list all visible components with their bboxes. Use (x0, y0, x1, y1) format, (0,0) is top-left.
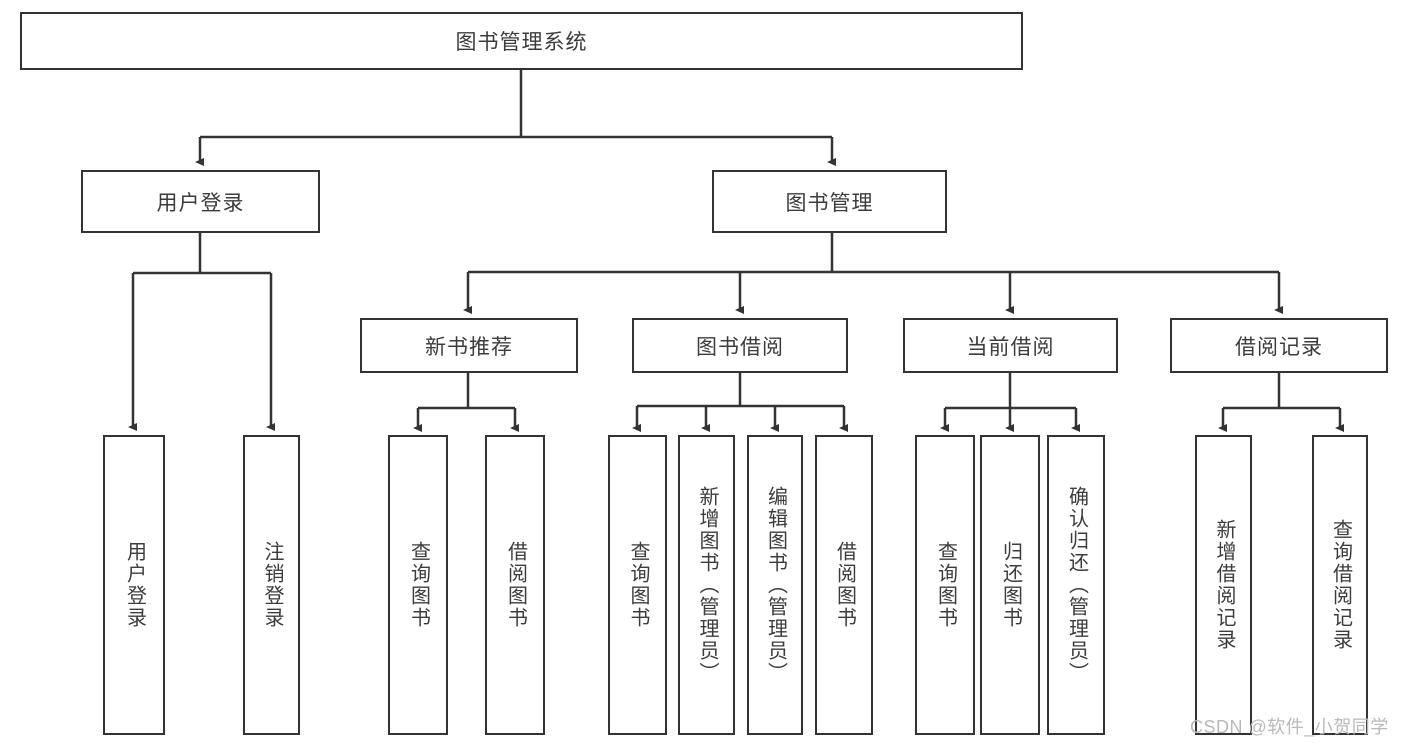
node-label: 图书管理 (785, 191, 874, 215)
node-label: 借阅图书 (504, 541, 527, 629)
node-label: 新书推荐 (425, 335, 513, 359)
node-label: 注销登录 (261, 541, 283, 629)
node-label: 用户登录 (156, 191, 245, 215)
node-leaf-confirm-return-admin[interactable]: 确认归还（管理员） (1047, 435, 1105, 735)
node-current-borrow[interactable]: 当前借阅 (903, 318, 1118, 373)
node-leaf-query-book-3[interactable]: 查询图书 (915, 435, 975, 735)
node-leaf-user-login[interactable]: 用户登录 (103, 435, 165, 735)
node-label: 借阅图书 (833, 541, 856, 629)
csdn-watermark: CSDN @软件_小贺同学 (1190, 717, 1389, 737)
node-book-management[interactable]: 图书管理 (712, 170, 947, 233)
node-label: 归还图书 (999, 541, 1022, 629)
node-book-borrow[interactable]: 图书借阅 (632, 318, 848, 373)
node-leaf-borrow-book-2[interactable]: 借阅图书 (815, 435, 873, 735)
node-label: 当前借阅 (966, 335, 1055, 359)
node-leaf-return-book[interactable]: 归还图书 (980, 435, 1040, 735)
node-leaf-query-book-1[interactable]: 查询图书 (388, 435, 448, 735)
node-label: 用户登录 (123, 541, 146, 629)
node-user-login[interactable]: 用户登录 (81, 170, 320, 233)
node-leaf-add-borrow-record[interactable]: 新增借阅记录 (1195, 435, 1252, 735)
node-label: 确认归还（管理员） (1065, 486, 1088, 684)
node-label: 新增图书（管理员） (696, 486, 718, 684)
node-leaf-edit-book-admin[interactable]: 编辑图书（管理员） (747, 435, 803, 735)
node-book-management-system[interactable]: 图书管理系统 (20, 12, 1023, 70)
node-label: 查询图书 (407, 541, 430, 629)
node-label: 查询借阅记录 (1329, 519, 1352, 651)
node-borrow-record[interactable]: 借阅记录 (1170, 318, 1388, 373)
node-label: 查询图书 (627, 541, 649, 629)
node-label: 借阅记录 (1235, 335, 1323, 359)
node-leaf-logout-login[interactable]: 注销登录 (243, 435, 300, 735)
node-leaf-query-book-2[interactable]: 查询图书 (608, 435, 667, 735)
node-leaf-query-borrow-record[interactable]: 查询借阅记录 (1312, 435, 1368, 735)
node-leaf-add-book-admin[interactable]: 新增图书（管理员） (678, 435, 735, 735)
node-label: 图书借阅 (696, 335, 784, 359)
node-leaf-borrow-book-1[interactable]: 借阅图书 (485, 435, 545, 735)
node-label: 查询图书 (934, 541, 957, 629)
node-label: 新增借阅记录 (1213, 519, 1235, 651)
node-label: 编辑图书（管理员） (764, 486, 787, 684)
node-new-book-recommend[interactable]: 新书推荐 (360, 318, 578, 373)
node-label: 图书管理系统 (455, 31, 588, 54)
